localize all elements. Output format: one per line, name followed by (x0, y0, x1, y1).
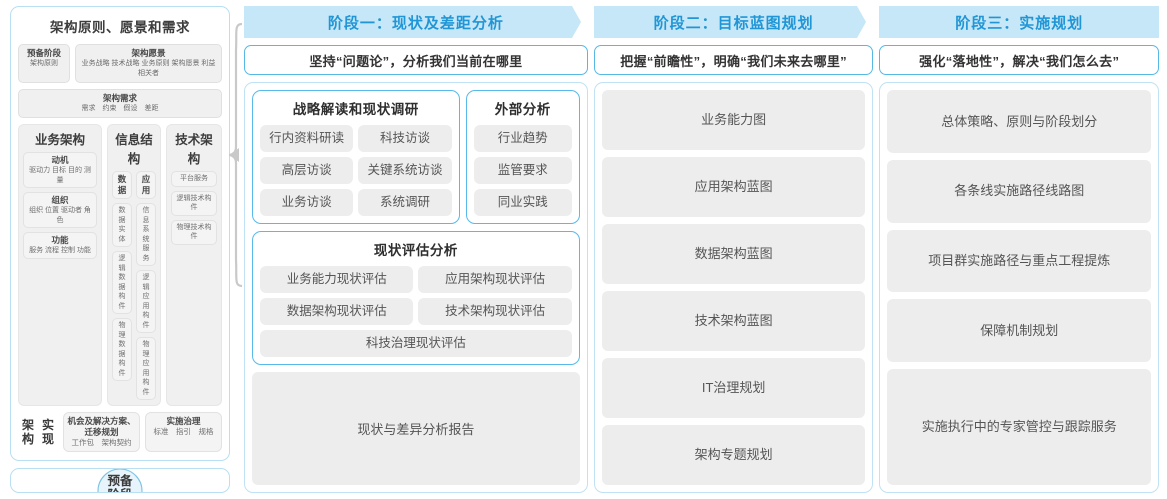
prep-phase-head: 预备阶段 (26, 48, 61, 58)
prep-phase-cell: 预备阶段 架构原则 (18, 44, 70, 83)
tile-p3-3[interactable]: 保障机制规划 (887, 299, 1151, 362)
phase-1-top-section: 战略解读和现状调研 行内资料研读 科技访谈 高层访谈 关键系统访谈 业务访谈 系… (252, 90, 580, 224)
tile-p3-0[interactable]: 总体策略、原则与阶段划分 (887, 90, 1151, 153)
phase-1-banner-label: 阶段一：现状及差距分析 (327, 14, 504, 32)
togaf-pillars: 业务架构 动机 驱动力 目标 目的 测量 组织 组织 位置 驱动者 角色 (18, 124, 222, 406)
pillar-business-architecture: 业务架构 动机 驱动力 目标 目的 测量 组织 组织 位置 驱动者 角色 (18, 124, 102, 406)
group-assessment-title: 现状评估分析 (373, 243, 458, 258)
phase-2-item-stack: 业务能力图 应用架构蓝图 数据架构蓝图 技术架构蓝图 IT治理规划 架构专题规划 (601, 90, 866, 485)
phase-columns: 阶段一：现状及差距分析 坚持“问题论”，分析我们当前在哪里 战略解读和现状调研 … (238, 0, 1167, 499)
chip-platform-service: 平台服务 (171, 171, 217, 187)
chevron-right-icon (571, 6, 589, 38)
architecture-requirements-sub: 需求 约束 假设 差距 (81, 105, 159, 112)
phase-3-body: 总体策略、原则与阶段划分 各条线实施路径线路图 项目群实施路径与重点工程提炼 保… (879, 82, 1159, 493)
phase-1-subtitle: 坚持“问题论”，分析我们当前在哪里 (244, 45, 588, 75)
group-strategy-research: 战略解读和现状调研 行内资料研读 科技访谈 高层访谈 关键系统访谈 业务访谈 系… (252, 90, 460, 224)
architecture-requirements-cell: 架构需求 需求 约束 假设 差距 (18, 89, 222, 118)
phase-3-column: 阶段三：实施规划 强化“落地性”，解决“我们怎么去” 总体策略、原则与阶段划分 … (879, 6, 1159, 493)
tile-assess-3[interactable]: 技术架构现状评估 (418, 298, 572, 325)
togaf-row-1: 预备阶段 架构原则 架构愿景 业务战略 技术战略 业务原则 架构愿景 利益相关者 (18, 44, 222, 83)
pillar-technology-title: 技术架构 (175, 133, 213, 166)
pillar-information-title: 信息结构 (115, 133, 153, 166)
tile-p3-1[interactable]: 各条线实施路径线路图 (887, 159, 1151, 223)
tile-p2-3[interactable]: 技术架构蓝图 (601, 291, 866, 351)
chip-logical-data-component: 逻辑数据构件 (112, 251, 132, 314)
chip-function: 功能 服务 流程 控制 功能 (23, 232, 97, 259)
tile-strategy-0[interactable]: 行内资料研读 (260, 125, 354, 152)
tile-p2-0[interactable]: 业务能力图 (601, 90, 866, 150)
tile-p2-5[interactable]: 架构专题规划 (601, 425, 866, 485)
chip-physical-application-component: 物理应用构件 (136, 337, 156, 400)
tile-p2-2[interactable]: 数据架构蓝图 (601, 224, 866, 284)
chip-physical-data-component: 物理数据构件 (112, 318, 132, 381)
tile-strategy-2[interactable]: 高层访谈 (260, 157, 354, 184)
tile-assess-1[interactable]: 应用架构现状评估 (418, 266, 572, 293)
left-reference-column: 架构原则、愿景和需求 预备阶段 架构原则 架构愿景 业务战略 技术战略 业务原则… (0, 0, 238, 499)
tile-p3-2[interactable]: 项目群实施路径与重点工程提炼 (887, 229, 1151, 293)
group-external-analysis: 外部分析 行业趋势 监管要求 同业实践 (465, 90, 580, 224)
chip-logical-technology-component: 逻辑技术构件 (171, 190, 217, 216)
phase-3-banner-label: 阶段三：实施规划 (955, 14, 1084, 32)
phase-2-body: 业务能力图 应用架构蓝图 数据架构蓝图 技术架构蓝图 IT治理规划 架构专题规划 (593, 82, 874, 493)
adm-cycle-diagram: 需求管理预备阶段A架构愿景B业务架构C信息系统架构D技术架构E机会及解决方案F迁… (10, 468, 230, 493)
brace-connector (228, 22, 243, 288)
implementation-governance-cell: 实施治理 标准 指引 规格 (145, 412, 222, 452)
tile-assess-4[interactable]: 科技治理现状评估 (260, 330, 572, 357)
chip-application: 应用 (136, 171, 156, 199)
phase-3-item-stack: 总体策略、原则与阶段划分 各条线实施路径线路图 项目群实施路径与重点工程提炼 保… (887, 90, 1151, 486)
phase-1-banner: 阶段一：现状及差距分析 (244, 6, 589, 38)
chevron-right-icon (857, 6, 875, 38)
togaf-title: 架构原则、愿景和需求 (50, 20, 190, 35)
phase-2-banner-label: 阶段二：目标蓝图规划 (653, 14, 814, 32)
tile-p2-1[interactable]: 应用架构蓝图 (601, 157, 866, 217)
prep-phase-sub: 架构原则 (30, 60, 58, 67)
svg-text:预备阶段: 预备阶段 (107, 473, 133, 493)
tile-p3-4[interactable]: 实施执行中的专家管控与跟踪服务 (887, 369, 1151, 486)
architecture-vision-sub: 业务战略 技术战略 业务原则 架构愿景 利益相关者 (81, 60, 216, 77)
group-strategy-title: 战略解读和现状调研 (292, 102, 419, 117)
pillar-business-title: 业务架构 (34, 133, 85, 147)
pillar-information-structure: 信息结构 数据 数据实体 逻辑数据构件 (107, 124, 161, 406)
tile-strategy-4[interactable]: 业务访谈 (260, 189, 354, 216)
chip-logical-application-component: 逻辑应用构件 (136, 270, 156, 333)
togaf-content-framework: 架构原则、愿景和需求 预备阶段 架构原则 架构愿景 业务战略 技术战略 业务原则… (10, 6, 230, 461)
adm-cycle-svg: 需求管理预备阶段A架构愿景B业务架构C信息系统架构D技术架构E机会及解决方案F迁… (97, 469, 143, 493)
phase-1-column: 阶段一：现状及差距分析 坚持“问题论”，分析我们当前在哪里 战略解读和现状调研 … (244, 6, 589, 493)
group-external-title: 外部分析 (494, 102, 551, 117)
opportunities-migration-cell: 机会及解决方案、迁移规划 工作包 架构契约 (63, 412, 140, 452)
tile-strategy-1[interactable]: 科技访谈 (358, 125, 452, 152)
tile-strategy-3[interactable]: 关键系统访谈 (358, 157, 452, 184)
architecture-vision-cell: 架构愿景 业务战略 技术战略 业务原则 架构愿景 利益相关者 (75, 44, 222, 83)
tile-external-1[interactable]: 监管要求 (473, 157, 572, 184)
architecture-requirements-head: 架构需求 (102, 93, 137, 103)
phase-1-report-tile[interactable]: 现状与差异分析报告 (252, 372, 580, 485)
togaf-realization-row: 架构实现 机会及解决方案、迁移规划 工作包 架构契约 实施治理 标准 指引 规格 (18, 412, 222, 452)
chip-information-system-service: 信息系统服务 (136, 203, 156, 266)
tile-p2-4[interactable]: IT治理规划 (601, 358, 866, 418)
phase-3-banner: 阶段三：实施规划 (879, 6, 1159, 38)
chip-data: 数据 (112, 171, 132, 199)
tile-strategy-5[interactable]: 系统调研 (358, 189, 452, 216)
chip-data-entity: 数据实体 (112, 203, 132, 247)
phase-2-subtitle: 把握“前瞻性”，明确“我们未来去哪里” (593, 45, 874, 75)
tile-external-0[interactable]: 行业趋势 (473, 125, 572, 152)
group-current-state-assessment: 现状评估分析 业务能力现状评估 应用架构现状评估 数据架构现状评估 技术架构现状… (252, 231, 580, 365)
realization-label: 架构实现 (21, 418, 54, 446)
chip-physical-technology-component: 物理技术构件 (171, 219, 217, 245)
tile-external-2[interactable]: 同业实践 (473, 189, 572, 216)
chip-motivation: 动机 驱动力 目标 目的 测量 (23, 152, 97, 188)
pillar-technology-architecture: 技术架构 平台服务 逻辑技术构件 物理技术构件 (166, 124, 222, 406)
phase-3-subtitle: 强化“落地性”，解决“我们怎么去” (879, 45, 1159, 75)
chip-organization: 组织 组织 位置 驱动者 角色 (23, 192, 97, 228)
tile-assess-0[interactable]: 业务能力现状评估 (260, 266, 414, 293)
architecture-vision-head: 架构愿景 (131, 48, 166, 58)
phase-2-column: 阶段二：目标蓝图规划 把握“前瞻性”，明确“我们未来去哪里” 业务能力图 应用架… (593, 6, 875, 493)
phase-1-body: 战略解读和现状调研 行内资料研读 科技访谈 高层访谈 关键系统访谈 业务访谈 系… (244, 82, 588, 493)
tile-assess-2[interactable]: 数据架构现状评估 (260, 298, 414, 325)
phase-2-banner: 阶段二：目标蓝图规划 (593, 6, 875, 38)
